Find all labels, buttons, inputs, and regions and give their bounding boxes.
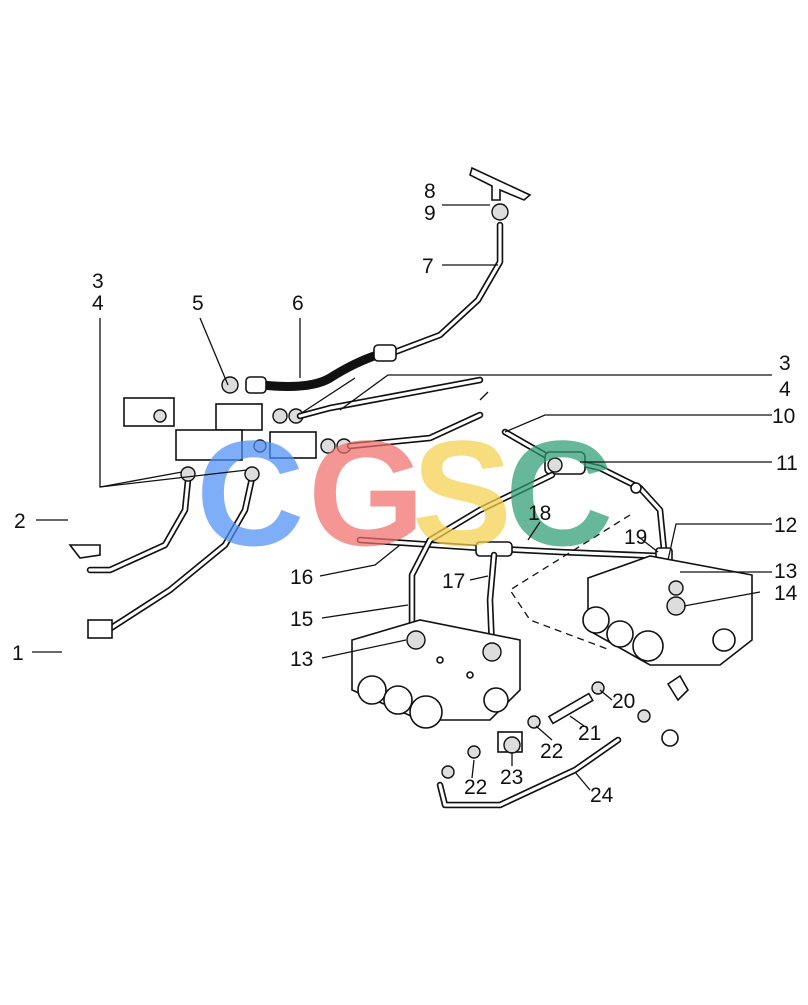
callout-20: 20: [612, 690, 635, 713]
callout-11: 11: [776, 452, 798, 475]
callout-9: 9: [424, 202, 436, 225]
callout-23: 23: [500, 766, 523, 789]
callout-1: 1: [12, 642, 24, 665]
callout-16: 16: [290, 566, 313, 589]
callout-2: 2: [14, 510, 26, 533]
watermark-letter-g: G: [308, 409, 425, 577]
callout-18: 18: [528, 502, 551, 525]
callout-4-right: 4: [779, 378, 791, 401]
callout-8: 8: [424, 180, 436, 203]
callout-3-right: 3: [779, 352, 791, 375]
callout-22-right: 22: [540, 740, 563, 763]
callout-22-left: 22: [464, 776, 487, 799]
watermark-letter-s: S: [412, 409, 512, 577]
callout-4-left: 4: [92, 292, 104, 315]
callout-15: 15: [290, 608, 313, 631]
callout-10: 10: [772, 405, 795, 428]
watermark: C G S C: [196, 409, 613, 577]
callout-19: 19: [624, 526, 647, 549]
callout-5: 5: [192, 292, 204, 315]
watermark-letter-c2: C: [505, 409, 613, 577]
watermark-letter-c1: C: [196, 409, 304, 577]
callout-labels: 1 2 3 4 5 6 7 8 9 3 4 10 11 12 13 14 13 …: [12, 180, 798, 807]
callout-17: 17: [442, 570, 465, 593]
callout-13-right: 13: [774, 560, 797, 583]
callout-3-left: 3: [92, 270, 104, 293]
diagram-drawing: [68, 166, 753, 809]
callout-6: 6: [292, 292, 304, 315]
callout-7: 7: [422, 255, 434, 278]
callout-12: 12: [774, 514, 797, 537]
callout-24: 24: [590, 784, 614, 807]
leader-lines: [32, 204, 772, 791]
callout-13-left: 13: [290, 648, 313, 671]
callout-14: 14: [774, 582, 798, 605]
callout-21: 21: [578, 722, 601, 745]
